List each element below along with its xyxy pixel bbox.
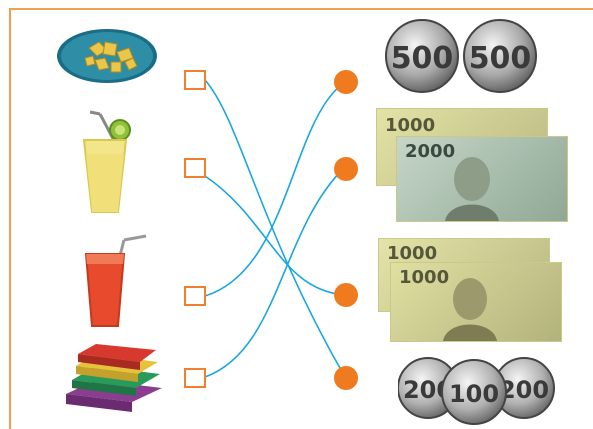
svg-text:200: 200 <box>499 376 549 404</box>
match-dot-3[interactable] <box>334 283 358 307</box>
books-icon <box>66 344 162 412</box>
answer-box-2[interactable] <box>184 158 206 178</box>
svg-text:500: 500 <box>391 41 454 76</box>
match-dot-1[interactable] <box>334 70 358 94</box>
match-dot-4[interactable] <box>334 366 358 390</box>
red-drink-icon <box>84 234 147 327</box>
answer-box-1[interactable] <box>184 70 206 90</box>
match-dot-2[interactable] <box>334 157 358 181</box>
book-stack-image <box>62 340 166 418</box>
lemonade-glass-image <box>78 108 140 218</box>
banknote-2000: 2000 <box>396 136 568 222</box>
coin-500-a: 500 <box>385 19 459 93</box>
coins-mixed-group: 200 200 100 <box>398 357 555 425</box>
line-reddrink-to-coins-500 <box>204 81 346 297</box>
chips-plate-icon <box>57 29 157 83</box>
portrait-icon <box>445 157 499 221</box>
answer-box-3[interactable] <box>184 286 206 306</box>
coins-500-group: 500 500 <box>385 19 537 93</box>
coin-100: 100 <box>441 359 507 425</box>
line-books-to-notes-2000 <box>204 166 346 378</box>
worksheet-frame <box>9 8 593 429</box>
banknote-1000-c: 1000 <box>390 262 562 342</box>
coin-200-b: 200 <box>493 357 555 419</box>
svg-text:500: 500 <box>469 41 532 76</box>
line-snack-to-coins-mixed <box>204 79 346 378</box>
red-drink-image <box>80 228 152 330</box>
lemonade-glass-icon <box>82 110 131 213</box>
coin-500-b: 500 <box>463 19 537 93</box>
answer-box-4[interactable] <box>184 368 206 388</box>
line-lemonade-to-notes-1000 <box>204 175 346 296</box>
svg-text:100: 100 <box>449 380 499 408</box>
snack-plate-image <box>55 26 159 86</box>
portrait-icon <box>443 278 497 341</box>
